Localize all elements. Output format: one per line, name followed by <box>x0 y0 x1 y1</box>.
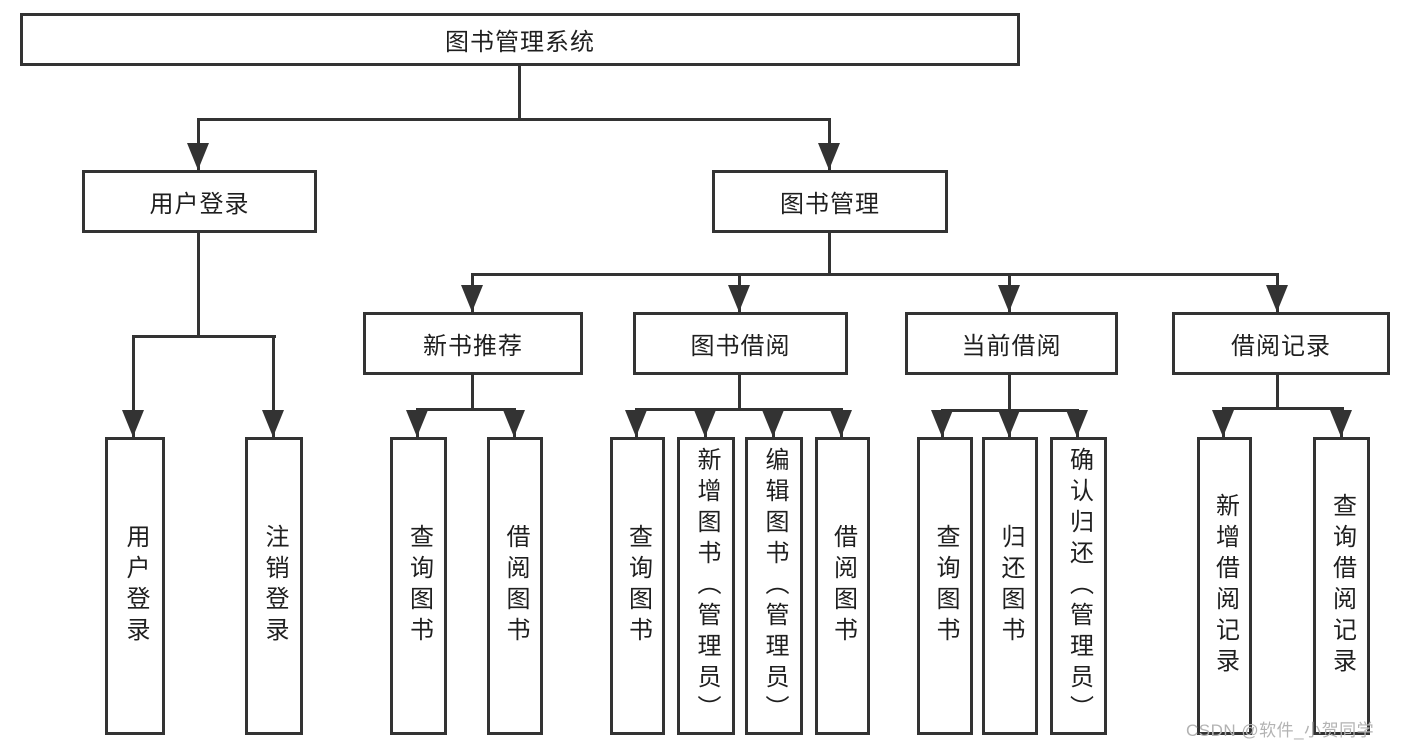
node-book-borrow-label: 图书借阅 <box>690 333 791 360</box>
leaf-recommend-query-books: 查询图书 <box>390 437 447 735</box>
leaf-logout: 注销登录 <box>245 437 303 735</box>
arrowhead <box>818 143 840 170</box>
connector-line <box>738 375 741 411</box>
node-current-borrow-label: 当前借阅 <box>961 333 1062 360</box>
arrowhead <box>1330 410 1352 437</box>
node-borrow-records: 借阅记录 <box>1172 312 1390 375</box>
node-root-label: 图书管理系统 <box>445 29 595 56</box>
leaf-recommend-borrow-books-label: 借阅图书 <box>502 524 529 648</box>
node-new-book-recommend-label: 新书推荐 <box>423 333 523 360</box>
leaf-borrow-borrow-books-label: 借阅图书 <box>829 524 857 648</box>
csdn-watermark: CSDN @软件_小贺同学 <box>1186 721 1375 740</box>
leaf-borrow-borrow-books: 借阅图书 <box>815 437 870 735</box>
connector-line <box>471 273 1279 276</box>
arrowhead <box>830 410 852 437</box>
connector-line <box>635 408 843 411</box>
leaf-borrow-edit-books-admin-label: 编辑图书（管理员） <box>761 446 788 726</box>
connector-line <box>828 233 831 276</box>
arrowhead <box>931 410 953 437</box>
leaf-logout-label: 注销登录 <box>261 524 288 648</box>
connector-line <box>132 335 135 437</box>
arrowhead <box>1212 410 1234 437</box>
leaf-current-return-books: 归还图书 <box>982 437 1038 735</box>
connector-line <box>272 335 275 437</box>
leaf-borrow-add-books-admin: 新增图书（管理员） <box>677 437 735 735</box>
connector-line <box>518 66 521 120</box>
leaf-recommend-query-books-label: 查询图书 <box>405 524 433 648</box>
leaf-user-login-label: 用户登录 <box>122 524 149 648</box>
node-book-management-label: 图书管理 <box>780 191 880 218</box>
node-borrow-records-label: 借阅记录 <box>1231 333 1331 360</box>
leaf-current-confirm-return-admin-label: 确认归还（管理员） <box>1065 446 1093 726</box>
node-root: 图书管理系统 <box>20 13 1020 66</box>
connector-line <box>1222 407 1344 410</box>
leaf-borrow-add-books-admin-label: 新增图书（管理员） <box>693 446 720 726</box>
leaf-records-query-record: 查询借阅记录 <box>1313 437 1370 735</box>
arrowhead <box>503 410 525 437</box>
connector-line <box>132 335 276 338</box>
arrowhead <box>998 285 1020 312</box>
leaf-records-add-record: 新增借阅记录 <box>1197 437 1252 735</box>
arrowhead <box>406 410 428 437</box>
connector-line <box>471 375 474 411</box>
arrowhead <box>262 410 284 437</box>
arrowhead <box>1066 410 1088 437</box>
leaf-records-add-record-label: 新增借阅记录 <box>1211 493 1239 679</box>
leaf-current-query-books-label: 查询图书 <box>932 524 959 648</box>
node-new-book-recommend: 新书推荐 <box>363 312 583 375</box>
node-current-borrow: 当前借阅 <box>905 312 1118 375</box>
leaf-user-login: 用户登录 <box>105 437 165 735</box>
leaf-records-query-record-label: 查询借阅记录 <box>1328 493 1356 679</box>
leaf-borrow-query-books-label: 查询图书 <box>624 524 652 648</box>
arrowhead <box>122 410 144 437</box>
connector-line <box>1008 375 1011 412</box>
leaf-borrow-query-books: 查询图书 <box>610 437 665 735</box>
arrowhead <box>625 410 647 437</box>
leaf-current-confirm-return-admin: 确认归还（管理员） <box>1050 437 1107 735</box>
connector-line <box>416 408 516 411</box>
connector-line <box>197 118 831 121</box>
node-book-management: 图书管理 <box>712 170 948 233</box>
arrowhead <box>187 143 209 170</box>
arrowhead <box>762 410 784 437</box>
leaf-recommend-borrow-books: 借阅图书 <box>487 437 543 735</box>
leaf-current-return-books-label: 归还图书 <box>997 524 1024 648</box>
arrowhead <box>998 410 1020 437</box>
arrowhead <box>1266 285 1288 312</box>
connector-line <box>197 232 200 337</box>
arrowhead <box>694 410 716 437</box>
node-user-login-label: 用户登录 <box>149 191 250 218</box>
node-book-borrow: 图书借阅 <box>633 312 848 375</box>
leaf-current-query-books: 查询图书 <box>917 437 973 735</box>
node-user-login: 用户登录 <box>82 170 317 233</box>
arrowhead <box>728 285 750 312</box>
arrowhead <box>461 285 483 312</box>
connector-line <box>1276 375 1279 410</box>
leaf-borrow-edit-books-admin: 编辑图书（管理员） <box>745 437 803 735</box>
